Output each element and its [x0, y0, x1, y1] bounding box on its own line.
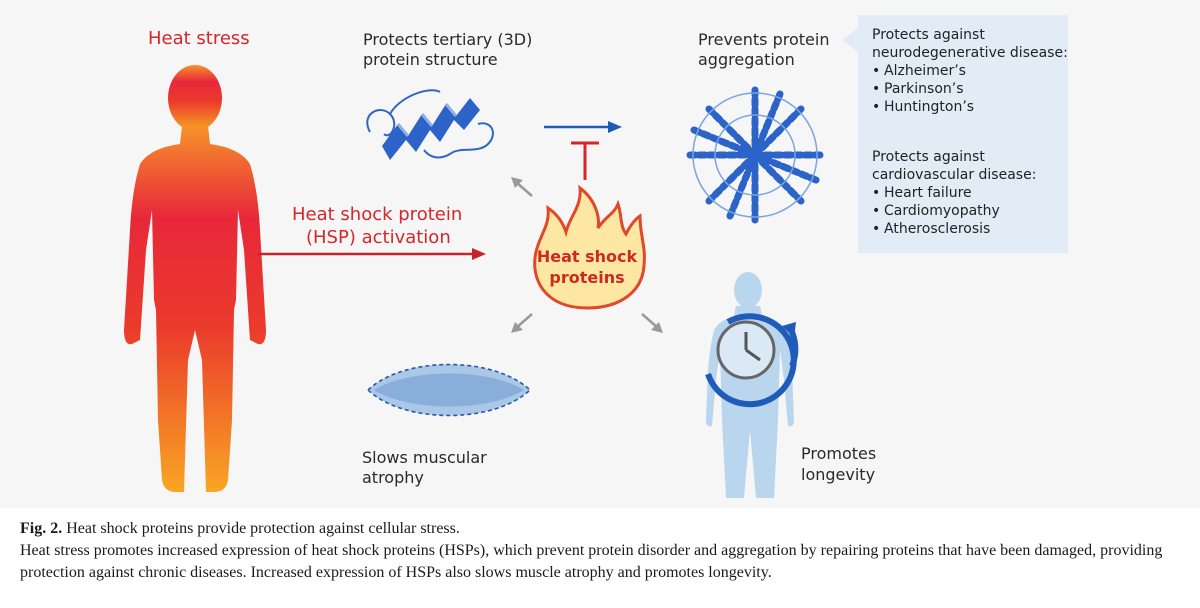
cardio-heading-line2: cardiovascular disease: — [872, 167, 1037, 183]
cardio-disease-list: Heart failure Cardiomyopathy Atheroscler… — [872, 184, 1036, 238]
longevity-body-clock-icon — [705, 272, 799, 498]
longevity-label-line1: Promotes — [801, 444, 877, 463]
neuro-item-parkinsons: Parkinson’s — [872, 80, 1068, 98]
atrophy-label-line1: Slows muscular — [362, 448, 487, 467]
aggregation-label-line1: Prevents protein — [698, 30, 830, 49]
caption-body: Heat stress promotes increased expressio… — [20, 542, 1163, 581]
cardio-heading-line1: Protects against — [872, 149, 985, 165]
hsp-center-line1: Heat shock — [536, 247, 638, 266]
figure-panel: Heat stress Heat shock protein (HSP) act… — [0, 0, 1200, 508]
neuro-disease-list: Alzheimer’s Parkinson’s Huntington’s — [872, 62, 1068, 116]
cardio-item-heart-failure: Heart failure — [872, 184, 1036, 202]
tertiary-label-line1: Protects tertiary (3D) — [363, 30, 533, 49]
arrow-to-tertiary — [511, 177, 533, 197]
aggregation-label-line2: aggregation — [698, 50, 795, 69]
cardio-item-atherosclerosis: Atherosclerosis — [872, 220, 1036, 238]
cardio-item-cardiomyopathy: Cardiomyopathy — [872, 202, 1036, 220]
hsp-activation-label-line1: Heat shock protein — [292, 204, 463, 225]
neuro-heading-line1: Protects against — [872, 27, 985, 43]
hsp-center-line2: proteins — [549, 268, 625, 287]
callout-pointer — [842, 28, 858, 52]
protein-aggregate-icon — [686, 86, 824, 224]
neuro-item-alzheimers: Alzheimer’s — [872, 62, 1068, 80]
arrow-to-longevity — [641, 313, 663, 333]
atrophy-label-line2: atrophy — [362, 468, 424, 487]
muscle-icon — [366, 363, 532, 417]
neuro-item-huntingtons: Huntington’s — [872, 98, 1068, 116]
arrow-to-atrophy — [511, 313, 533, 333]
tertiary-label-line2: protein structure — [363, 50, 498, 69]
disease-callout-box: Protects against neurodegenerative disea… — [858, 15, 1068, 253]
blue-arrow — [544, 121, 622, 133]
caption-title: Heat shock proteins provide protection a… — [66, 520, 460, 537]
neuro-heading-line2: neurodegenerative disease: — [872, 45, 1068, 61]
hsp-flame-icon — [533, 184, 646, 310]
hsp-activation-label-line2: (HSP) activation — [306, 227, 451, 248]
inhibition-symbol — [571, 141, 599, 180]
heat-stress-label: Heat stress — [148, 28, 250, 49]
activation-arrow — [258, 248, 486, 260]
longevity-label-line2: longevity — [801, 465, 876, 484]
human-body-heat-icon — [124, 65, 266, 492]
caption-fig-label: Fig. 2. — [20, 520, 63, 537]
caption-title-row: Fig. 2. Heat shock proteins provide prot… — [20, 518, 1190, 540]
figure-caption: Fig. 2. Heat shock proteins provide prot… — [20, 518, 1190, 584]
protein-helix-icon — [366, 89, 494, 160]
